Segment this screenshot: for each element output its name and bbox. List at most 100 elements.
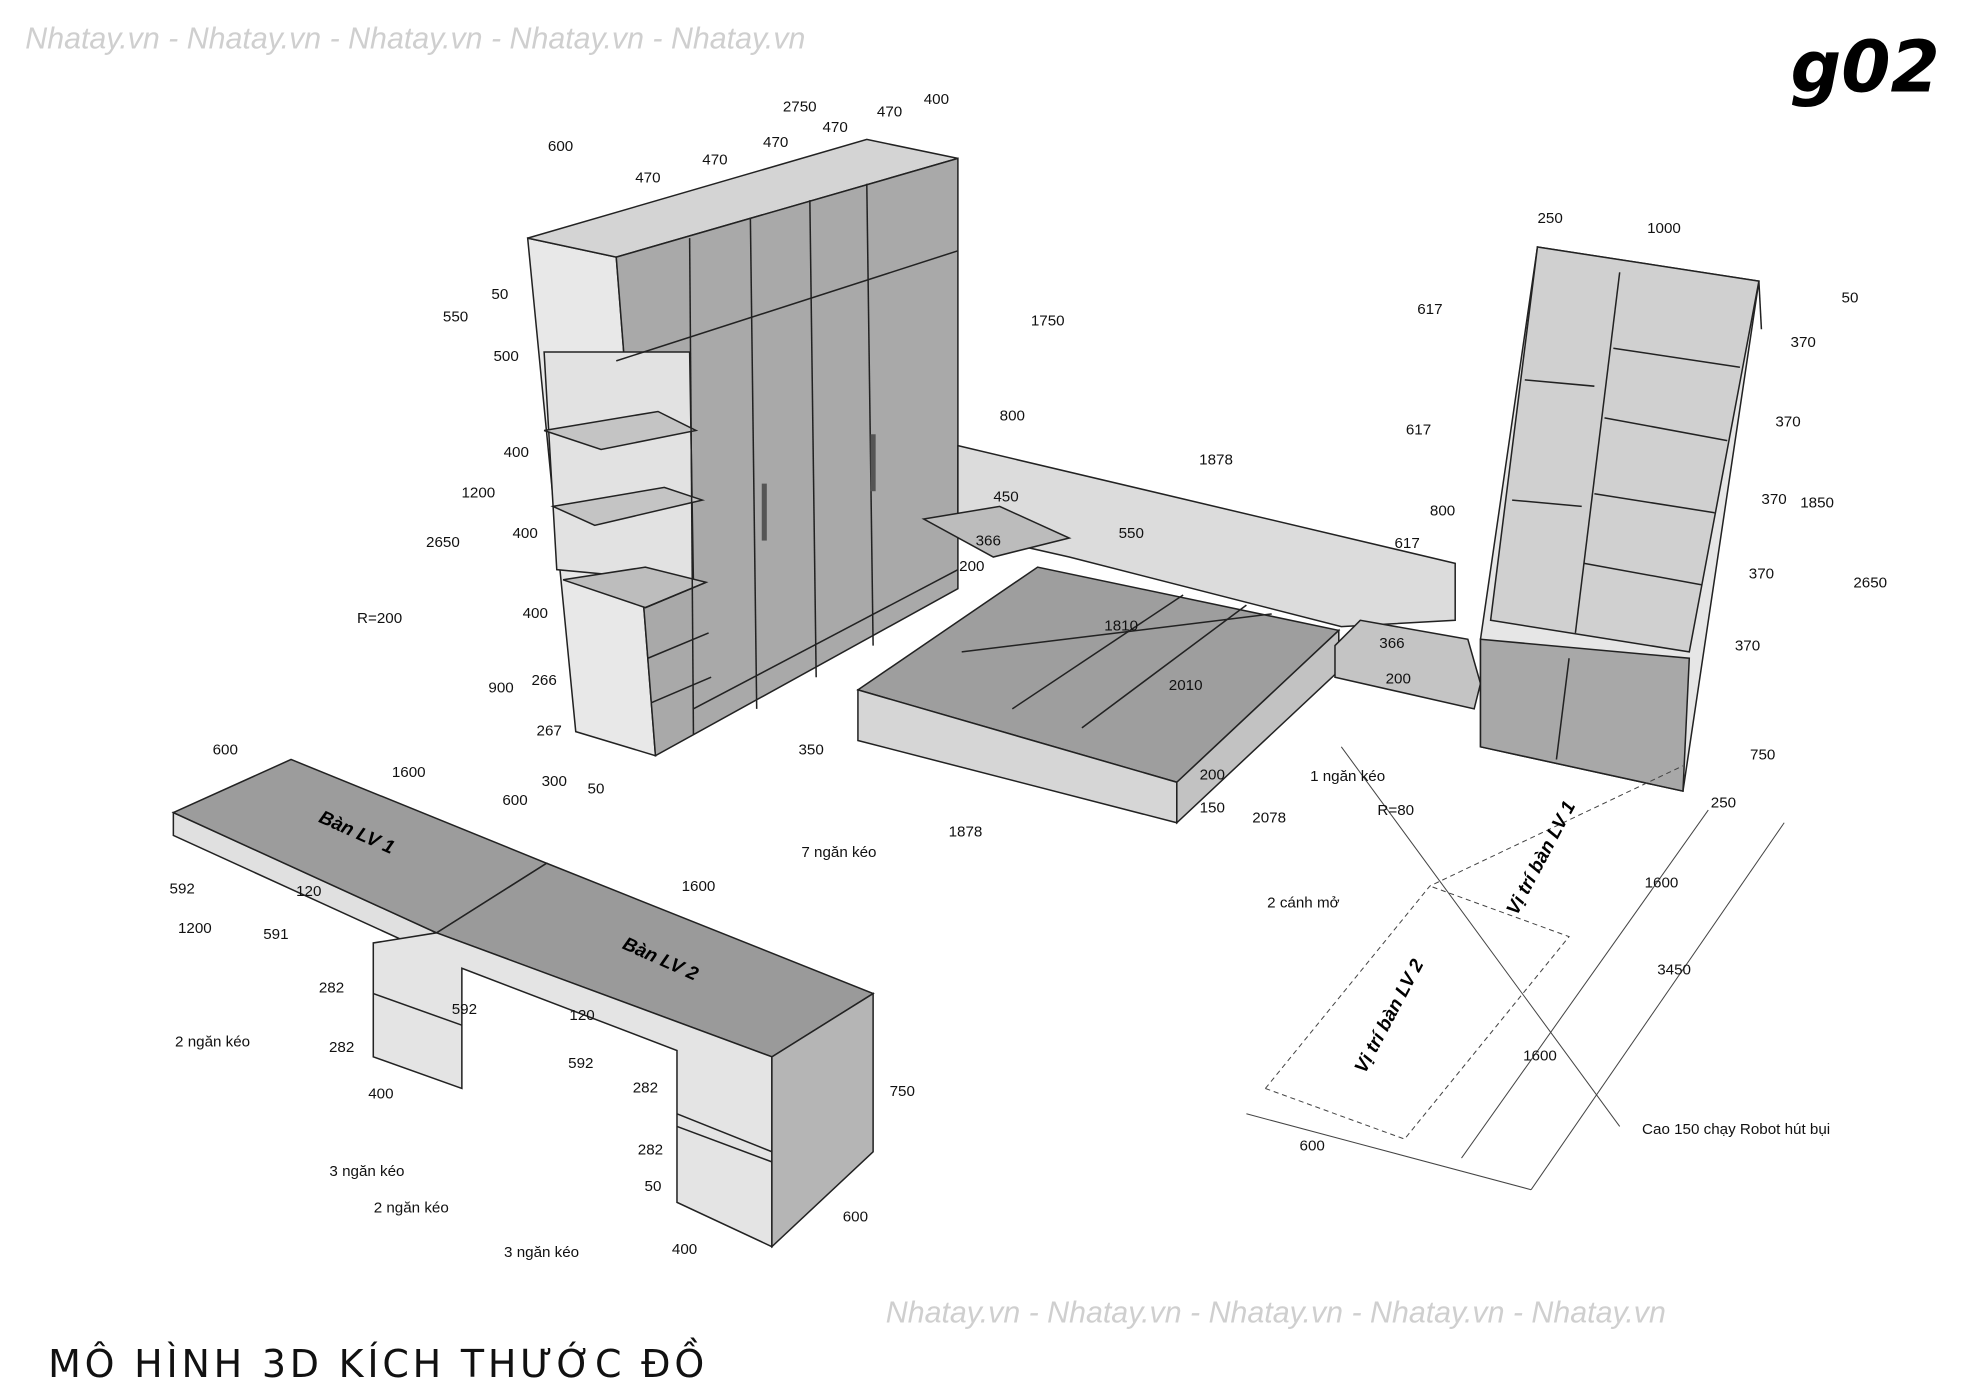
dimension-label: 370 [1791,334,1816,351]
dimension-label: 550 [443,309,468,326]
dimension-label: 592 [170,881,195,898]
dimension-label: 617 [1417,301,1442,318]
dimension-label: 150 [1200,800,1225,817]
dimension-label: 250 [1711,795,1736,812]
dimension-label: 617 [1394,535,1419,552]
dimension-label: 1600 [392,764,426,781]
dimension-label: 2078 [1252,810,1286,827]
dimension-label: 1878 [949,824,983,841]
radius-label: R=80 [1377,802,1414,819]
zone-label: Vị trí bàn LV 1 [1503,798,1580,919]
dimension-label: 1600 [1523,1048,1557,1065]
dimension-label: 370 [1749,566,1774,583]
drawer-note: 2 ngăn kéo [374,1199,449,1216]
dimension-label: 1878 [1199,452,1233,469]
right-nightstand [1334,619,1482,710]
dimension-label: 470 [635,169,660,186]
dimension-label: 800 [1000,407,1025,424]
dimension-label: 1810 [1104,617,1138,634]
dimension-label: 370 [1735,638,1760,655]
dimension-label: 266 [531,672,556,689]
dimension-label: 800 [1430,502,1455,519]
dimension-label: 591 [263,926,288,943]
drawer-note: 7 ngăn kéo [801,844,876,861]
dimension-label: 370 [1761,491,1786,508]
dimension-label: 470 [877,104,902,121]
bookshelf [1479,246,1763,793]
shelf-open [1489,246,1760,653]
dimension-label: 600 [502,792,527,809]
dimension-label: 600 [213,741,238,758]
wardrobe [526,138,959,757]
dimension-label: 366 [1379,635,1404,652]
dimension-label: 470 [763,134,788,151]
watermark: Nhatay.vn - Nhatay.vn - Nhatay.vn - Nhat… [25,22,1666,1329]
dimension-label: 1750 [1031,312,1065,329]
dimension-label: 450 [993,488,1018,505]
watermark-text: Nhatay.vn - Nhatay.vn - Nhatay.vn - Nhat… [25,22,805,55]
dimension-label: 50 [644,1178,661,1195]
dimension-label: 3450 [1657,962,1691,979]
dimension-label: 2650 [426,534,460,551]
dimension-label: 1850 [1800,495,1834,512]
desk-2-side [771,992,874,1249]
dimension-label: 50 [1842,290,1859,307]
door-handle [870,434,876,492]
dimension-label: 1000 [1647,220,1681,237]
dimension-label: 600 [1300,1137,1325,1154]
dimension-label: 282 [638,1141,663,1158]
dimension-label: 900 [488,679,513,696]
dimension-label: 282 [319,979,344,996]
dimension-label: 370 [1775,414,1800,431]
dimension-label: 400 [512,525,537,542]
corner-shelf [543,410,699,451]
dimension-label: 282 [633,1079,658,1096]
drawer-note: 3 ngăn kéo [329,1163,404,1180]
dimension-label: 400 [523,605,548,622]
robot-note: Cao 150 chạy Robot hút bụi [1642,1121,1830,1138]
zone-label: Vị trí bàn LV 2 [1351,956,1429,1077]
dimension-label: 366 [976,533,1001,550]
dimension-label: 2010 [1169,677,1203,694]
dimension-label: 600 [548,138,573,155]
drawing-code: g02 [1791,25,1940,108]
dimension-label: 550 [1119,525,1144,542]
dimension-label: 200 [1200,767,1225,784]
dimension-label: 350 [798,741,823,758]
dimension-label: 1600 [1645,874,1679,891]
dimension-label: 1200 [178,920,212,937]
dimension-label: 200 [959,558,984,575]
dimension-label: 617 [1406,421,1431,438]
dimension-label: 470 [822,119,847,136]
dimension-label: 592 [452,1001,477,1018]
dimension-label: 600 [843,1208,868,1225]
dimension-label: 592 [568,1055,593,1072]
dimension-label: 750 [1750,746,1775,763]
drawer-note: 2 ngăn kéo [175,1034,250,1051]
dimension-label: 400 [504,444,529,461]
dimension-label: 50 [491,286,508,303]
dimension-label: 2750 [783,99,817,116]
dimension-label: 300 [542,773,567,790]
dimension-label: 267 [537,722,562,739]
door-handle [761,483,767,541]
wardrobe-open-shelves [543,351,695,584]
bed [856,444,1482,825]
drawing-title: MÔ HÌNH 3D KÍCH THƯỚC ĐỒ [48,1338,708,1386]
dimension-label: 1200 [461,485,495,502]
left-nightstand [921,505,1072,558]
dimension-label: 250 [1537,210,1562,227]
dimension-label: 120 [569,1007,594,1024]
dimension-label: 400 [368,1086,393,1103]
watermark-text: Nhatay.vn - Nhatay.vn - Nhatay.vn - Nhat… [886,1297,1666,1330]
dimension-label: 50 [588,781,605,798]
door-note: 2 cánh mở [1267,895,1339,912]
corner-shelf [550,486,706,527]
dimension-label: 120 [296,883,321,900]
dimension-label: 470 [702,152,727,169]
dimension-label: 400 [924,91,949,108]
radius-label: R=200 [357,610,402,627]
shelf-cabinet [1479,638,1691,793]
dimension-label: 500 [493,348,518,365]
